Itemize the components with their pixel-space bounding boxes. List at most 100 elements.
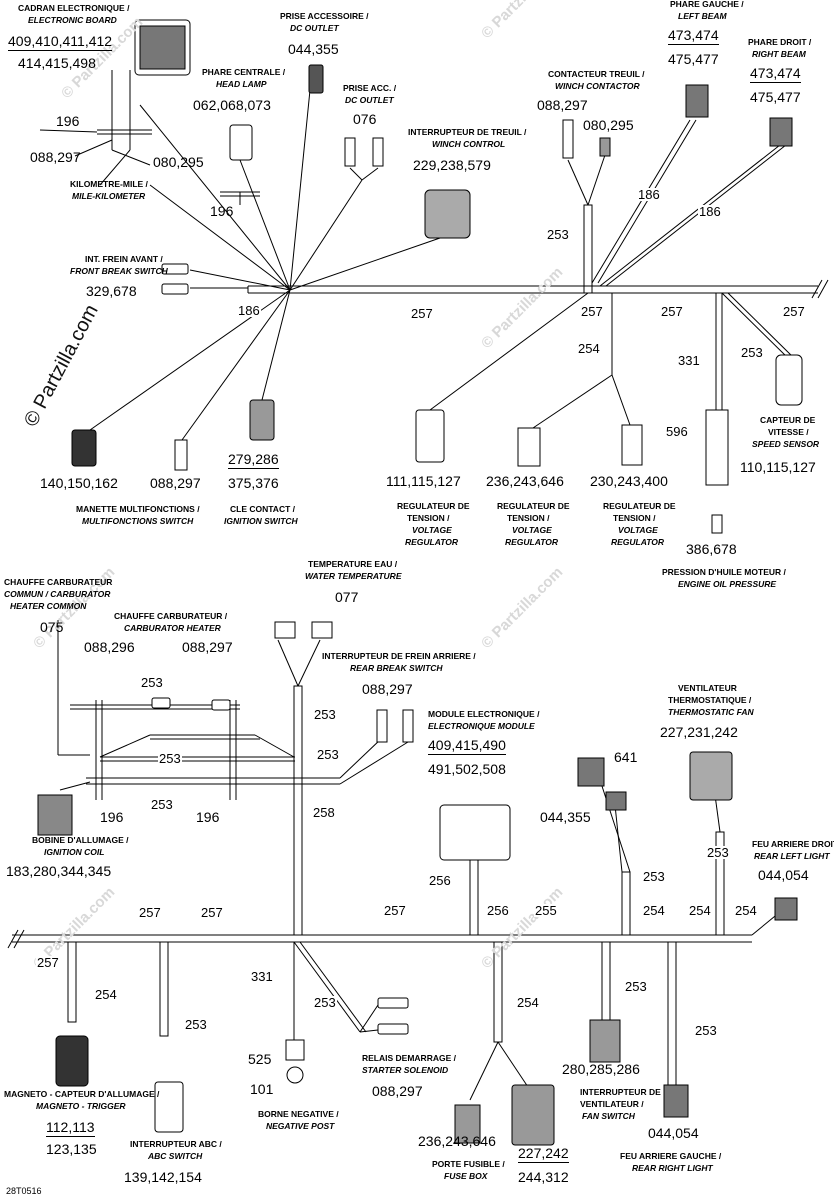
label-vitesse-fr: CAPTEUR DE	[760, 415, 816, 425]
multifunction-switch-connector	[71, 429, 97, 467]
label-cle-en: IGNITION SWITCH	[224, 516, 298, 526]
label-manette-n: 140,150,162	[40, 475, 118, 491]
label-088b: 088,297	[150, 475, 201, 491]
label-101: 101	[250, 1081, 274, 1097]
label-prise-acc-n: 076	[353, 111, 377, 127]
label-chauffe-c-en: HEATER COMMON	[10, 601, 87, 611]
label-phare-c-en: HEAD LAMP	[216, 79, 267, 89]
label-feu-d-n: 044,054	[758, 867, 809, 883]
label-km-en: MILE-KILOMETER	[72, 191, 146, 201]
front-brake-terminal-1	[161, 263, 189, 275]
label-treuil-en: WINCH CONTROL	[432, 139, 506, 149]
water-temp-terminal-2	[311, 621, 333, 639]
wire-253: 253	[694, 1023, 718, 1038]
label-vent-fr2: THERMOSTATIQUE /	[668, 695, 752, 705]
label-magneto-n1: 112,113	[46, 1119, 95, 1137]
label-reg-fr2: TENSION /	[613, 513, 656, 523]
label-abc-en: ABC SWITCH	[148, 1151, 203, 1161]
wire-596: 596	[665, 424, 689, 439]
label-chauffe-n2: 088,297	[182, 639, 233, 655]
label-phare-c-fr: PHARE CENTRALE /	[202, 67, 286, 77]
label-chauffe-fr: CHAUFFE CARBURATEUR /	[114, 611, 228, 621]
label-feu-d-en: REAR LEFT LIGHT	[754, 851, 830, 861]
label-chauffe-c-fr2: COMMUN / CARBURATOR	[4, 589, 111, 599]
negative-post-ring	[286, 1066, 304, 1084]
label-manette-en: MULTIFONCTIONS SWITCH	[82, 516, 194, 526]
wire-253: 253	[316, 747, 340, 762]
label-cle-n1: 279,286	[228, 451, 279, 469]
label-frein-ar-en: REAR BREAK SWITCH	[350, 663, 443, 673]
label-fusible-fr: PORTE FUSIBLE /	[432, 1159, 505, 1169]
label-080a: 080,295	[153, 154, 204, 170]
label-cle-fr: CLE CONTACT /	[230, 504, 296, 514]
dc-outlet-terminal-left	[344, 137, 356, 167]
wire-253: 253	[313, 707, 337, 722]
label-module-n2: 491,502,508	[428, 761, 506, 777]
wire-253: 253	[140, 675, 164, 690]
label-relais-n: 088,297	[372, 1083, 423, 1099]
label-phare-g-fr: PHARE GAUCHE /	[670, 0, 744, 9]
winch-contactor-terminal	[562, 119, 574, 159]
wire-254: 254	[94, 987, 118, 1002]
label-bobine-n: 183,280,344,345	[6, 863, 112, 879]
label-reg2-n: 236,243,646	[486, 473, 564, 489]
label-prise-acc-en: DC OUTLET	[345, 95, 394, 105]
wire-253: 253	[158, 751, 182, 766]
wire-257: 257	[660, 304, 684, 319]
starter-terminal-2	[377, 1023, 409, 1035]
label-vent-int-n: 280,285,286	[562, 1061, 640, 1077]
label-borne-fr: BORNE NEGATIVE /	[258, 1109, 339, 1119]
label-reg-en1: VOLTAGE	[512, 525, 552, 535]
label-feu-d-fr: FEU ARRIERE DROIT /	[752, 839, 834, 849]
label-088a: 088,297	[30, 149, 81, 165]
fan-switch-connector	[589, 1019, 621, 1063]
label-cle-n2: 375,376	[228, 475, 279, 491]
label-vent-n: 227,231,242	[660, 724, 738, 740]
label-vitesse-en: SPEED SENSOR	[752, 439, 820, 449]
label-magneto-fr: MAGNETO - CAPTEUR D'ALLUMAGE /	[4, 1089, 160, 1099]
label-fuse-n2: 227,242	[518, 1145, 569, 1163]
label-feu-g-fr: FEU ARRIERE GAUCHE /	[620, 1151, 722, 1161]
label-chauffe-c-fr1: CHAUFFE CARBURATEUR	[4, 577, 113, 587]
label-frein-ar-n: 088,297	[362, 681, 413, 697]
label-temp-fr: TEMPERATURE EAU /	[308, 559, 398, 569]
wire-253: 253	[706, 845, 730, 860]
negative-post-terminal	[285, 1039, 305, 1061]
abc-switch-connector	[154, 1081, 184, 1133]
label-phare-d-en: RIGHT BEAM	[752, 49, 806, 59]
label-module-en: ELECTRONIQUE MODULE	[428, 721, 535, 731]
label-borne-en: NEGATIVE POST	[266, 1121, 335, 1131]
label-vent-int-fr2: VENTILATEUR /	[580, 1099, 644, 1109]
label-phare-d-n1: 473,474	[750, 65, 801, 83]
wire-257: 257	[782, 304, 806, 319]
label-abc-n: 139,142,154	[124, 1169, 202, 1185]
wire-253: 253	[150, 797, 174, 812]
label-phare-c-n: 062,068,073	[193, 97, 271, 113]
voltage-regulator-3	[621, 424, 643, 466]
wire-254: 254	[642, 903, 666, 918]
label-fusible-en: FUSE BOX	[444, 1171, 488, 1181]
wire-257: 257	[200, 905, 224, 920]
ignition-coil	[37, 794, 73, 836]
electronic-module-connector	[439, 804, 511, 861]
rear-left-light-connector	[774, 897, 798, 921]
wire-254: 254	[516, 995, 540, 1010]
voltage-regulator-1	[415, 409, 445, 463]
water-temp-terminal-1	[274, 621, 296, 639]
label-temp-en: WATER TEMPERATURE	[305, 571, 402, 581]
label-bobine-fr: BOBINE D'ALLUMAGE /	[32, 835, 129, 845]
starter-terminal-1	[377, 997, 409, 1009]
wire-257: 257	[410, 306, 434, 321]
oil-pressure-sensor	[705, 409, 729, 486]
wire-186: 186	[237, 303, 261, 318]
label-vent-int-fr1: INTERRUPTEUR DE	[580, 1087, 661, 1097]
label-phare-d-n2: 475,477	[750, 89, 801, 105]
label-huile-en: ENGINE OIL PRESSURE	[678, 579, 777, 589]
label-reg-fr2: TENSION /	[407, 513, 450, 523]
label-huile-n: 386,678	[686, 541, 737, 557]
thermostatic-fan-connector	[689, 751, 733, 801]
wire-253: 253	[313, 995, 337, 1010]
label-treuil-fr: INTERRUPTEUR DE TREUIL /	[408, 127, 527, 137]
label-reg-en2: REGULATOR	[405, 537, 459, 547]
